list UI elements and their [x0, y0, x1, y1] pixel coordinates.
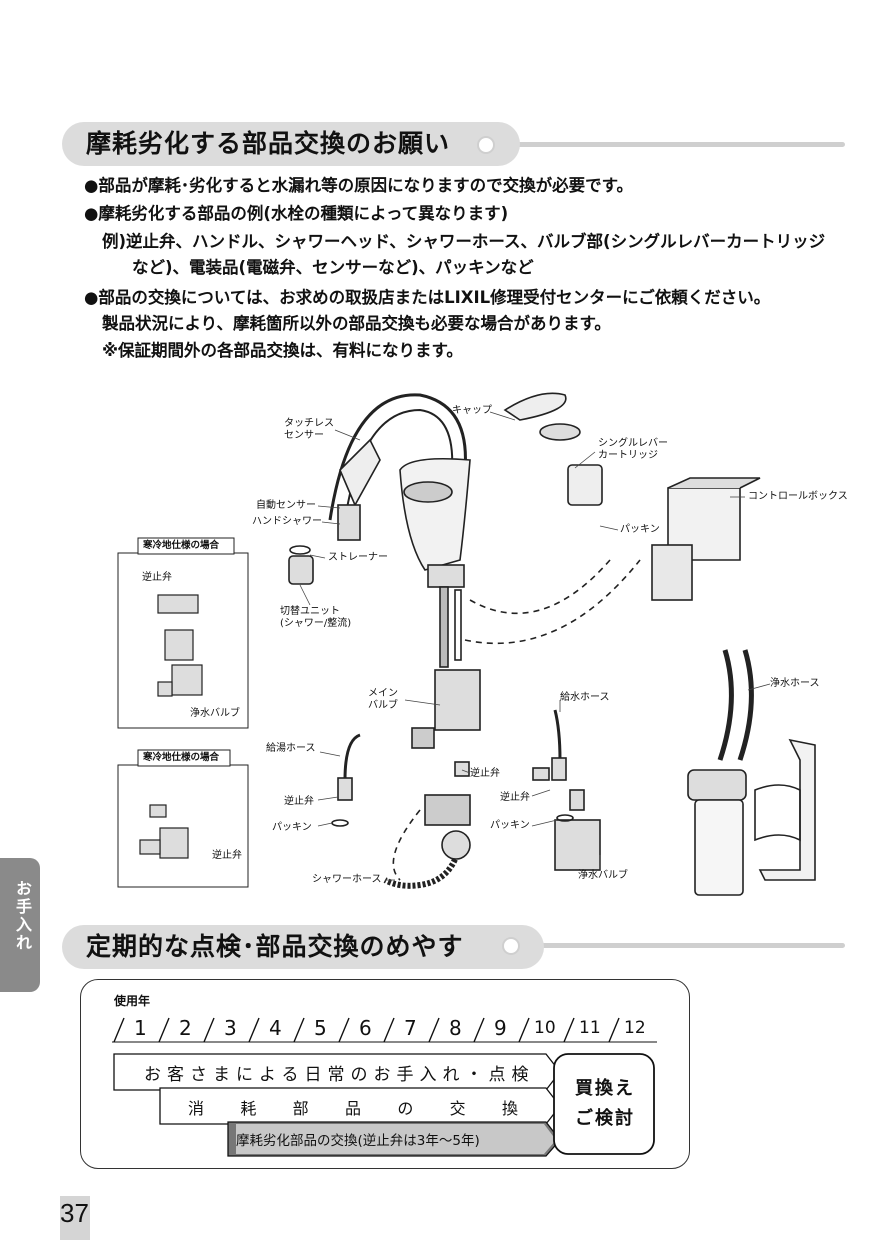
section2-title-text: 定期的な点検･部品交換のめやす	[86, 932, 464, 961]
label-packing-top: パッキン	[620, 524, 660, 535]
year-slashes	[112, 1017, 657, 1043]
section2-rule	[470, 943, 845, 948]
label-purified-hose: 浄水ホース	[770, 678, 820, 689]
year-5: 5	[314, 1016, 327, 1040]
bullet-line-2: ●摩耗劣化する部品の例(水栓の種類によって異なります)	[84, 204, 509, 223]
page-number-box: 37	[60, 1196, 90, 1240]
label-auto-sensor: 自動センサー	[256, 500, 316, 511]
replace-consider-box: 買換え ご検討	[575, 1078, 635, 1129]
years-label: 使用年	[114, 994, 151, 1008]
label-check-valve-right: 逆止弁	[500, 792, 530, 803]
bullet-line-7: ※保証期間外の各部品交換は、有料になります。	[102, 341, 463, 360]
year-12: 12	[624, 1018, 646, 1038]
bullet-line-4: など)、電装品(電磁弁、センサーなど)、パッキンなど	[132, 258, 534, 277]
timeline-box	[80, 979, 690, 1169]
label-cap: キャップ	[452, 405, 492, 416]
side-tab-label: お手入れ	[13, 880, 32, 952]
label-control-box: コントロールボックス	[748, 491, 848, 502]
label-touchless-sensor: タッチレス センサー	[284, 418, 334, 441]
year-4: 4	[269, 1016, 282, 1040]
label-check-valve-left: 逆止弁	[284, 796, 314, 807]
years-row: 1 2 3 4 5 6 7 8 9 10 11 12	[112, 1014, 660, 1044]
row-consumable-char: 消	[188, 1099, 205, 1118]
row-wear-parts: 摩耗劣化部品の交換(逆止弁は3年〜5年)	[236, 1133, 480, 1149]
row-consumable-char: 交	[449, 1099, 466, 1118]
year-7: 7	[404, 1016, 417, 1040]
row-consumable-char: 部	[292, 1099, 309, 1118]
year-3: 3	[224, 1016, 237, 1040]
label-switch-unit: 切替ユニット (シャワー/整流)	[280, 606, 352, 629]
section2-title: 定期的な点検･部品交換のめやす	[62, 925, 544, 969]
year-2: 2	[179, 1016, 192, 1040]
label-hot-hose: 給湯ホース	[266, 743, 316, 754]
year-10: 10	[534, 1018, 556, 1038]
year-6: 6	[359, 1016, 372, 1040]
label-main-valve: メイン バルブ	[368, 688, 398, 711]
row-consumable-char: 換	[501, 1099, 518, 1118]
inset1-purify-valve: 浄水バルブ	[190, 708, 240, 719]
inset2-check-valve: 逆止弁	[212, 850, 242, 861]
bullet-line-3: 例)逆止弁、ハンドル、シャワーヘッド、シャワーホース、バルブ部(シングルレバーカ…	[102, 232, 826, 251]
bullet-line-5: ●部品の交換については、お求めの取扱店またはLIXIL修理受付センターにご依頼く…	[84, 288, 771, 307]
section2-dot-icon	[502, 937, 520, 955]
label-shower-hose: シャワーホース	[312, 874, 382, 885]
inset2-title: 寒冷地仕様の場合	[143, 752, 220, 763]
label-cartridge: シングルレバー カートリッジ	[598, 438, 668, 461]
inset1-check-valve: 逆止弁	[142, 572, 172, 583]
timeline-arrows	[113, 1053, 655, 1157]
section1-title: 摩耗劣化する部品交換のお願い	[62, 122, 521, 166]
section1-dot-icon	[477, 136, 495, 154]
year-1: 1	[134, 1016, 147, 1040]
label-packing-left: パッキン	[272, 822, 312, 833]
section1-title-text: 摩耗劣化する部品交換のお願い	[86, 129, 451, 158]
year-11: 11	[579, 1018, 601, 1038]
bullet-line-1: ●部品が摩耗･劣化すると水漏れ等の原因になりますので交換が必要です。	[84, 176, 633, 195]
label-check-valve-center: 逆止弁	[470, 768, 500, 779]
row-consumable-char: 耗	[240, 1099, 257, 1118]
label-supply-hose: 給水ホース	[560, 692, 610, 703]
inset1-title: 寒冷地仕様の場合	[143, 540, 220, 551]
faucet-parts-diagram	[117, 392, 816, 896]
row-consumable-char: 品	[344, 1099, 361, 1118]
label-packing-right: パッキン	[490, 820, 530, 831]
page-number: 37	[60, 1198, 89, 1228]
year-9: 9	[494, 1016, 507, 1040]
bullet-line-6: 製品状況により、摩耗箇所以外の部品交換も必要な場合があります。	[102, 314, 611, 333]
row-daily-care: お客さまによる日常のお手入れ・点検	[144, 1065, 535, 1085]
label-hand-shower: ハンドシャワー	[252, 516, 322, 527]
row-consumable-char: の	[397, 1099, 414, 1118]
section1-rule	[440, 142, 845, 147]
year-8: 8	[449, 1016, 462, 1040]
label-strainer: ストレーナー	[328, 552, 388, 563]
row-consumable: 消 耗 部 品 の 交 換	[188, 1095, 518, 1119]
label-purify-valve: 浄水バルブ	[578, 870, 628, 881]
side-tab[interactable]: お手入れ	[0, 858, 40, 992]
